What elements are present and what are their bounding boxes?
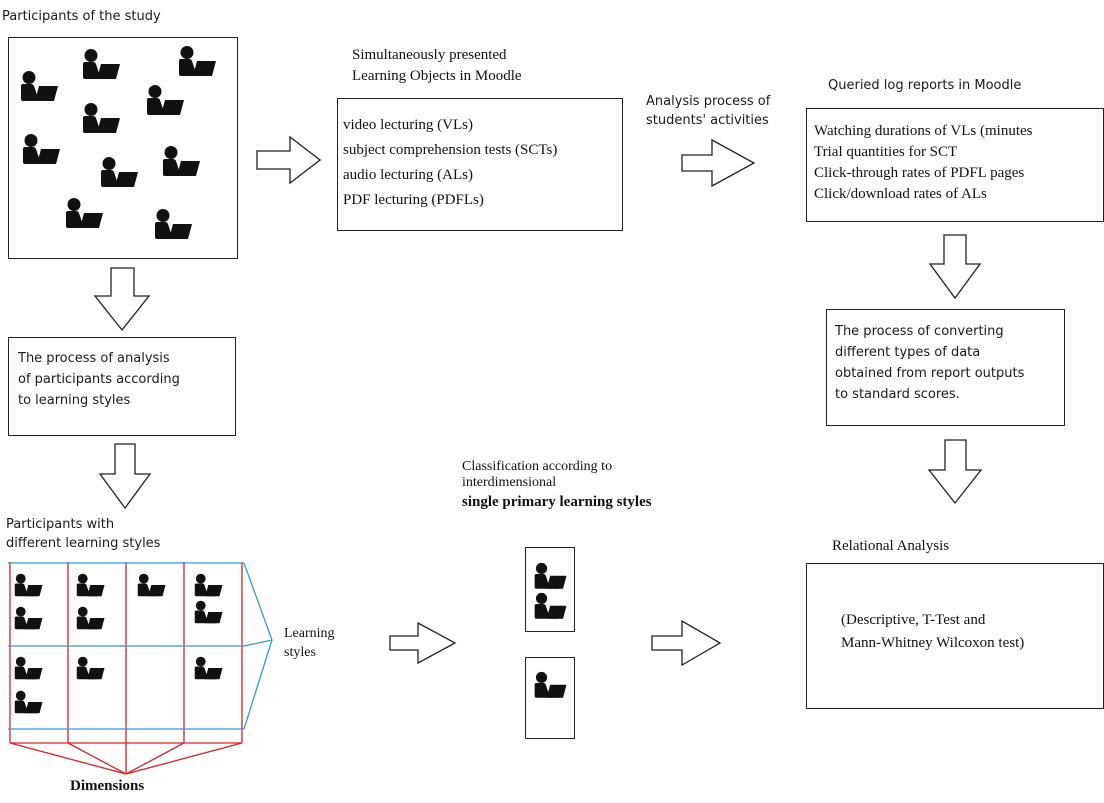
participant-icon [162,145,202,181]
log-item: Trial quantities for SCT [814,144,958,160]
participant-icon [14,656,44,683]
participant-icon [14,690,44,717]
participant-icon [82,102,122,138]
participant-icon [14,573,44,600]
lo-item: PDF lecturing (PDFLs) [343,192,484,208]
log-reports-box: Watching durations of VLs (minutes Trial… [806,108,1104,222]
participant-icon [76,606,106,633]
lo-item: subject comprehension tests (SCTs) [343,142,558,158]
participants-title: Participants of the study [2,9,161,24]
participant-icon [533,592,569,623]
learning-styles-label: Learning styles [284,626,335,660]
participants-styles-title: Participants with different learning sty… [6,517,161,551]
learning-objects-box: video lecturing (VLs) subject comprehens… [337,98,623,231]
lo-item: audio lecturing (ALs) [343,167,473,183]
arrow-down-icon [98,443,152,510]
lo-item: video lecturing (VLs) [343,117,473,133]
participant-icon [65,197,105,233]
relational-title: Relational Analysis [832,538,950,554]
participant-icon [154,208,194,244]
participant-icon [14,606,44,633]
participant-icon [194,573,224,600]
participant-icon [20,70,60,106]
conversion-box: The process of converting different type… [826,309,1065,426]
analysis-process-label: Analysis process of students' activities [646,94,771,128]
classification-label: Classification according to interdimensi… [462,459,652,510]
arrow-right-icon [681,138,756,188]
classification-card [525,657,575,739]
arrow-right-icon [389,621,457,665]
arrow-down-icon [927,439,983,505]
arrow-right-icon [256,135,322,185]
participant-icon [137,573,167,600]
arrow-down-icon [928,234,982,300]
arrow-right-icon [651,619,722,667]
participant-icon [178,45,218,81]
relational-box: (Descriptive, T-Test and Mann-Whitney Wi… [806,563,1104,709]
participant-icon [100,156,140,192]
participant-icon [194,656,224,683]
participant-icon [76,656,106,683]
participant-icon [82,48,122,84]
participant-icon [194,600,224,627]
participant-icon [146,84,186,120]
log-item: Click-through rates of PDFL pages [814,165,1025,181]
log-item: Watching durations of VLs (minutes [814,123,1033,139]
participant-icon [533,562,569,593]
arrow-down-icon [93,267,151,332]
participant-icon [22,133,62,169]
dimensions-label: Dimensions [70,778,145,794]
analysis-styles-box: The process of analysis of participants … [8,337,236,436]
learning-objects-title: Simultaneously presented Learning Object… [352,47,522,84]
participant-icon [76,573,106,600]
log-reports-title: Queried log reports in Moodle [828,78,1022,93]
log-item: Click/download rates of ALs [814,186,987,202]
participant-icon [533,671,569,702]
